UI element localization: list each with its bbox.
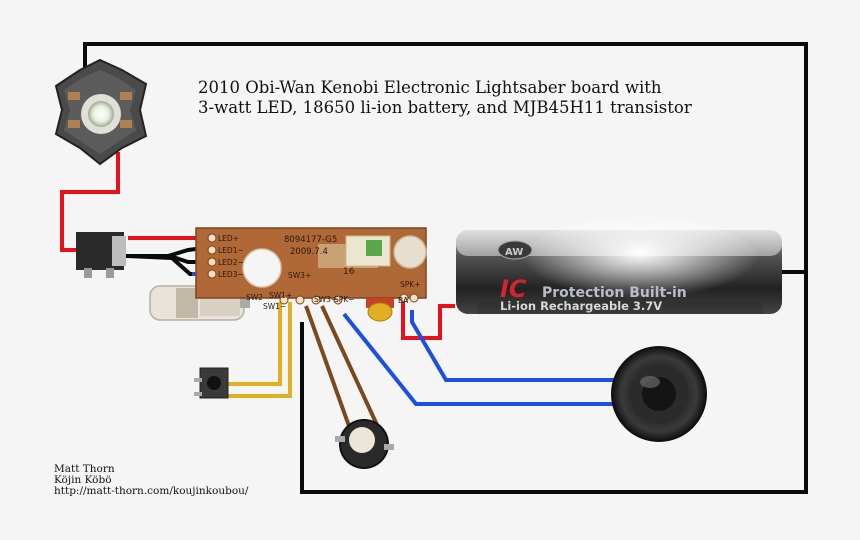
pad-led1-minus: LED1− xyxy=(218,246,244,255)
black-led-wire xyxy=(125,246,205,276)
push-button-icon xyxy=(194,367,229,399)
brown-wire xyxy=(304,305,386,441)
pad-led2-minus: LED2− xyxy=(218,258,244,267)
pad-led-plus: LED+ xyxy=(218,234,239,243)
blue-wire xyxy=(342,310,618,406)
battery-brand: IC xyxy=(500,275,527,303)
pad-sw1-minus: SW1− xyxy=(263,302,286,311)
board-code: 8094177-G5 xyxy=(284,235,337,245)
li-ion-battery xyxy=(456,216,782,314)
lightsaber-circuit-board xyxy=(195,227,427,322)
pad-sw2: SW2 xyxy=(246,293,263,302)
board-chip-label: 16 xyxy=(343,267,355,277)
pad-spk-plus: SPK+ xyxy=(400,280,421,289)
pad-sw1-plus: SW1+ xyxy=(269,291,292,300)
pad-led3-minus: LED3− xyxy=(218,270,244,279)
clash-sensor-icon xyxy=(335,419,394,469)
title-line-1: 2010 Obi-Wan Kenobi Electronic Lightsabe… xyxy=(198,78,662,97)
battery-line1: Protection Built-in xyxy=(542,285,687,301)
pad-bat: BA xyxy=(398,296,409,305)
pad-spk-minus: SPK− xyxy=(334,295,355,304)
yellow-wire xyxy=(228,302,292,398)
battery-line2: Li-ion Rechargeable 3.7V xyxy=(500,299,662,313)
board-date: 2009.7.4 xyxy=(290,247,328,257)
title-line-2: 3-watt LED, 18650 li-ion battery, and MJ… xyxy=(198,98,692,117)
author-credit: Matt Thorn Köjin Köbö http://matt-thorn.… xyxy=(54,464,248,497)
credit-org: Köjin Köbö xyxy=(54,474,112,486)
battery-badge: AW xyxy=(505,247,523,258)
credit-url: http://matt-thorn.com/koujinkoubou/ xyxy=(54,485,249,497)
star-led-icon xyxy=(54,58,148,166)
diagram-title: 2010 Obi-Wan Kenobi Electronic Lightsabe… xyxy=(198,78,692,118)
pad-sw3-minus: SW3− xyxy=(314,295,337,304)
credit-name: Matt Thorn xyxy=(54,463,115,475)
pad-sw3-plus: SW3+ xyxy=(288,271,311,280)
speaker-icon xyxy=(611,346,707,442)
red-wire xyxy=(60,152,455,340)
transistor-icon xyxy=(76,232,126,278)
